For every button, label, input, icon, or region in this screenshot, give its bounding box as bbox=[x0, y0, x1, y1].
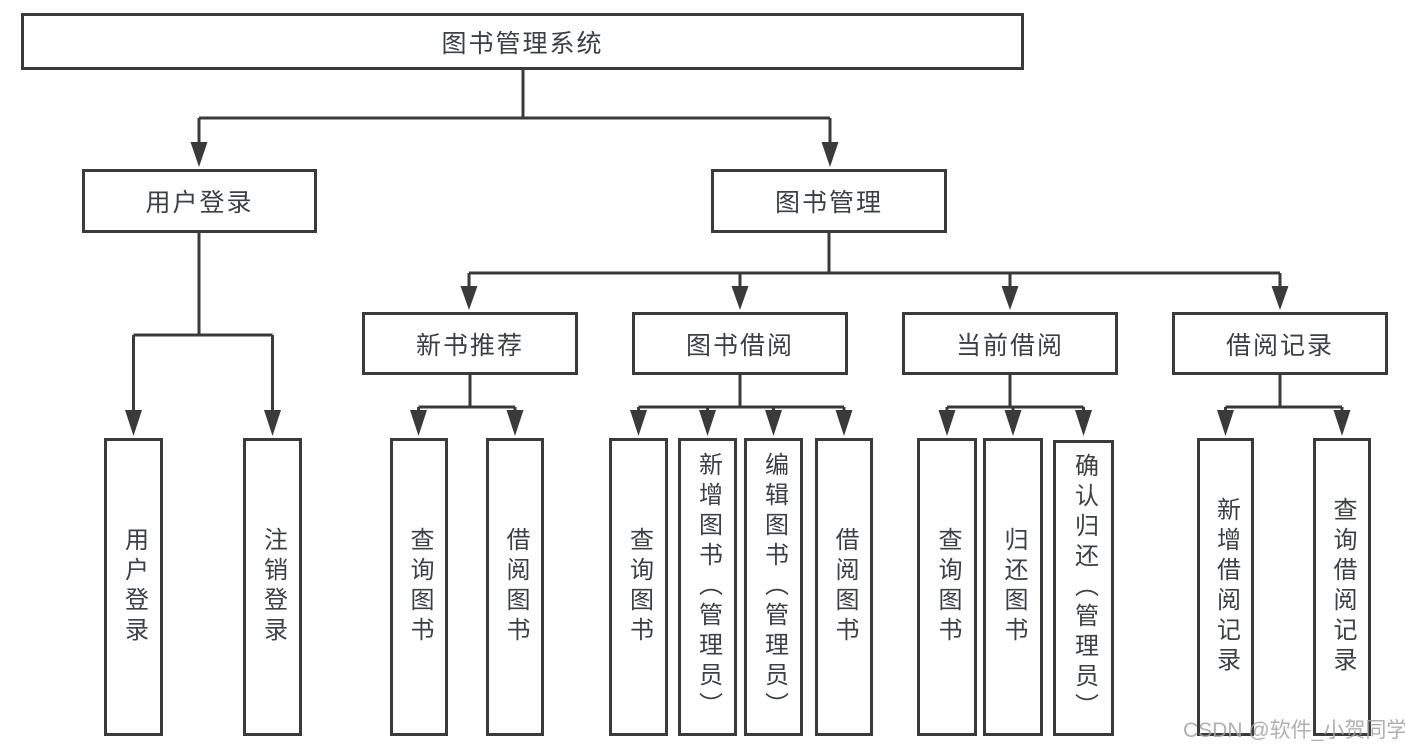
node-leaf-bb-query-books: 查询图书 bbox=[609, 438, 668, 736]
connector-root-to-level2 bbox=[197, 70, 832, 144]
arrowhead-user-login bbox=[190, 142, 208, 167]
arrowhead-cb-confirm bbox=[1075, 410, 1092, 436]
connector-current-borrow-children bbox=[945, 375, 1085, 412]
arrowhead-new-books bbox=[460, 286, 478, 310]
arrowhead-borrow-records bbox=[1271, 286, 1289, 310]
arrowhead-logout bbox=[264, 410, 281, 436]
arrowhead-nb-borrow bbox=[506, 410, 524, 436]
arrowhead-br-add bbox=[1217, 410, 1234, 436]
node-leaf-bb-add-books-admin: 新增图书（管理员） bbox=[678, 438, 737, 736]
node-leaf-cb-return-books: 归还图书 bbox=[983, 438, 1043, 736]
arrowhead-bb-edit bbox=[765, 410, 782, 436]
connector-new-books-children bbox=[417, 375, 517, 412]
arrowhead-bb-query bbox=[630, 410, 647, 436]
node-leaf-logout: 注销登录 bbox=[243, 438, 302, 736]
connector-borrow-records-children bbox=[1224, 375, 1344, 412]
node-root-library-system: 图书管理系统 bbox=[21, 13, 1024, 70]
arrowhead-current-borrow bbox=[1001, 286, 1019, 310]
node-leaf-nb-borrow-books: 借阅图书 bbox=[486, 438, 544, 736]
watermark-csdn: CSDN @软件_小贺同学 bbox=[1183, 719, 1405, 742]
connector-book-management-children bbox=[467, 233, 1282, 288]
arrowhead-nb-query bbox=[410, 410, 427, 436]
arrowhead-book-management bbox=[821, 142, 839, 167]
connector-book-borrow-children bbox=[637, 375, 846, 412]
arrowhead-cb-return bbox=[1004, 410, 1022, 436]
node-current-borrow: 当前借阅 bbox=[902, 312, 1118, 375]
arrowhead-book-borrow bbox=[731, 286, 749, 310]
node-new-book-recommend: 新书推荐 bbox=[362, 312, 578, 375]
arrowhead-bb-add bbox=[699, 410, 716, 436]
arrowhead-cb-query bbox=[938, 410, 956, 436]
node-leaf-cb-confirm-return-admin: 确认归还（管理员） bbox=[1053, 440, 1114, 736]
connector-user-login-children bbox=[132, 233, 274, 412]
node-leaf-bb-edit-books-admin: 编辑图书（管理员） bbox=[744, 438, 803, 736]
node-book-borrow: 图书借阅 bbox=[632, 312, 848, 375]
node-leaf-br-add-record: 新增借阅记录 bbox=[1197, 438, 1254, 736]
arrowhead-bb-borrow bbox=[835, 410, 853, 436]
node-leaf-nb-query-books: 查询图书 bbox=[390, 438, 448, 736]
node-leaf-user-login: 用户登录 bbox=[104, 438, 163, 736]
node-leaf-bb-borrow-books: 借阅图书 bbox=[815, 438, 873, 736]
node-leaf-cb-query-books: 查询图书 bbox=[917, 438, 977, 736]
arrowhead-login bbox=[125, 410, 142, 436]
node-user-login: 用户登录 bbox=[82, 169, 317, 233]
arrowhead-br-query bbox=[1333, 410, 1351, 436]
node-leaf-br-query-record: 查询借阅记录 bbox=[1313, 438, 1371, 736]
node-book-management: 图书管理 bbox=[711, 169, 947, 233]
node-borrow-records: 借阅记录 bbox=[1172, 312, 1388, 375]
